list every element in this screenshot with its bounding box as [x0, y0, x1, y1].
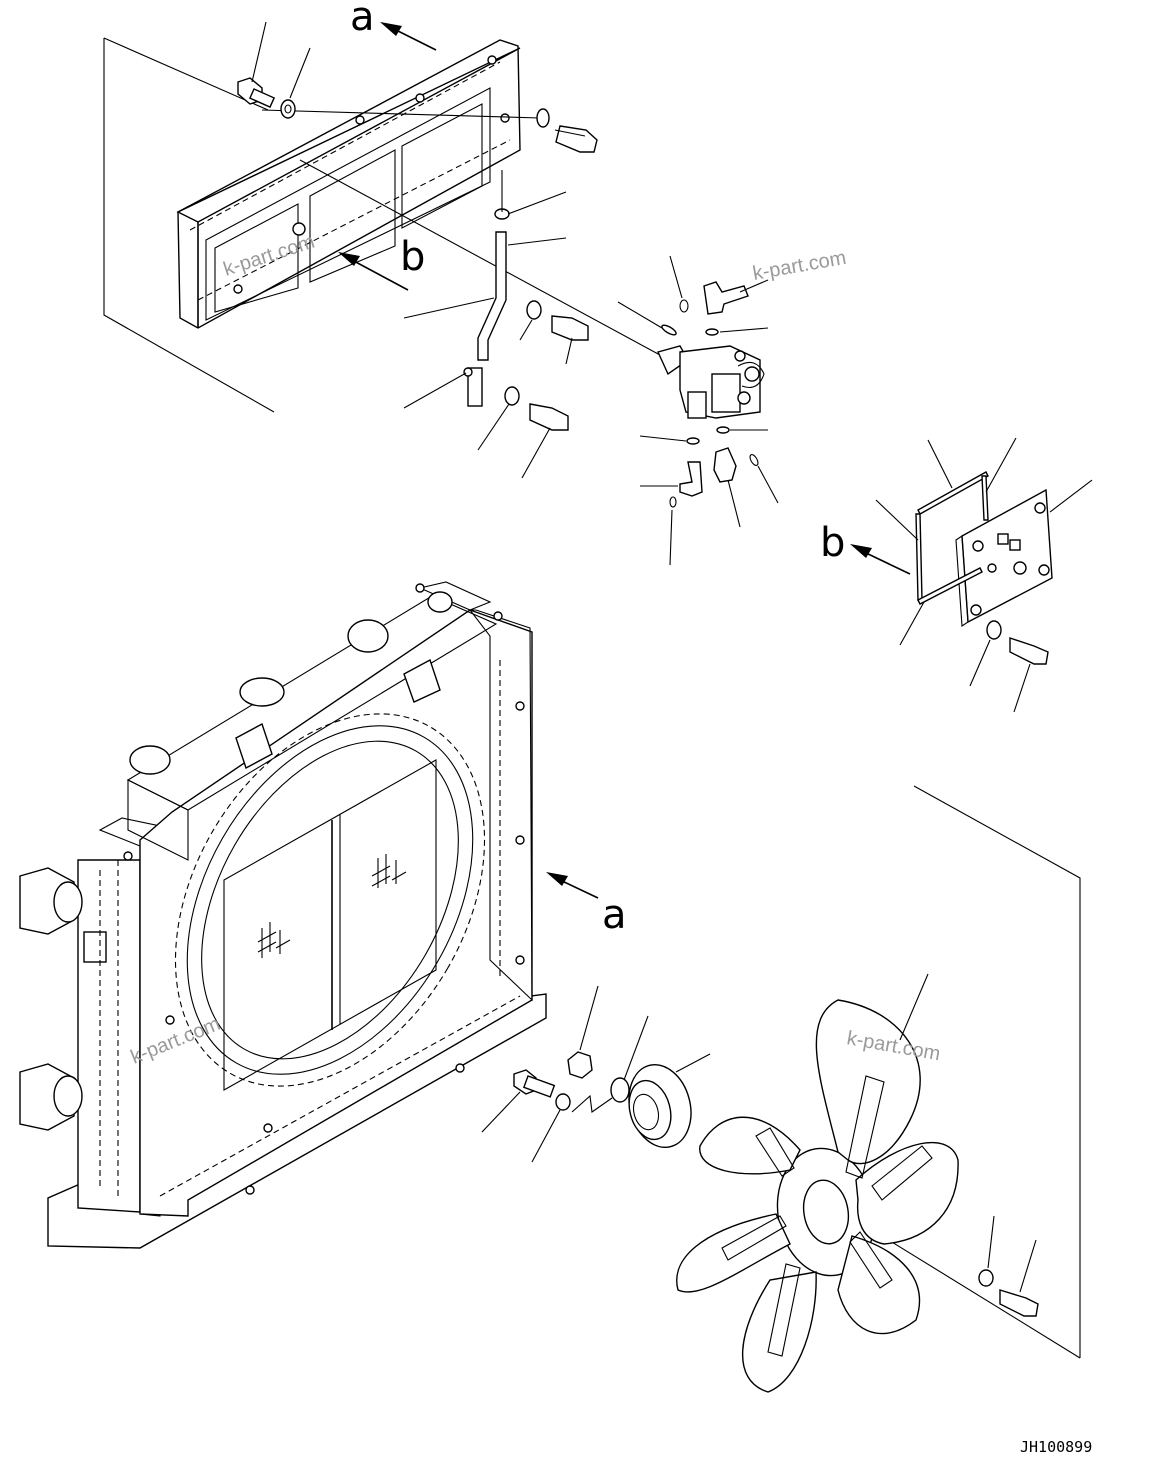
- fitting-elbow-bottom: [639, 435, 779, 566]
- watermark-top-right: k-part.com: [751, 247, 848, 285]
- bolt-top-left: [237, 21, 276, 109]
- view-arrow-b-top: b: [338, 234, 425, 291]
- view-label-b-top: b: [400, 234, 425, 280]
- bolt-top-right: [536, 108, 598, 153]
- view-label-a-mid: a: [602, 892, 627, 938]
- fan-shroud-radiator: [19, 581, 547, 1249]
- fan-mount-hardware: [481, 985, 711, 1163]
- pipe-assembly: [403, 170, 567, 409]
- view-arrow-b-right: b: [820, 520, 911, 575]
- fitting-elbow-top: [669, 255, 769, 434]
- drawing-code: JH100899: [1020, 1438, 1092, 1456]
- view-label-a-top: a: [350, 0, 375, 40]
- bolt-mid-1: [519, 300, 589, 365]
- view-arrow-a-mid: a: [546, 872, 627, 938]
- fan-blades: [676, 999, 959, 1393]
- fan-leader-line: [899, 973, 929, 1041]
- top-bracket-frame: [103, 37, 661, 413]
- view-label-b-right: b: [820, 520, 845, 566]
- cover-plate-assembly: [875, 437, 1093, 713]
- fan-bolts: [978, 1215, 1039, 1317]
- bolt-mid-2: [477, 386, 569, 479]
- hydraulic-motor: [617, 301, 765, 419]
- washer-top-left: [280, 47, 311, 119]
- view-arrow-a-top: a: [350, 0, 437, 51]
